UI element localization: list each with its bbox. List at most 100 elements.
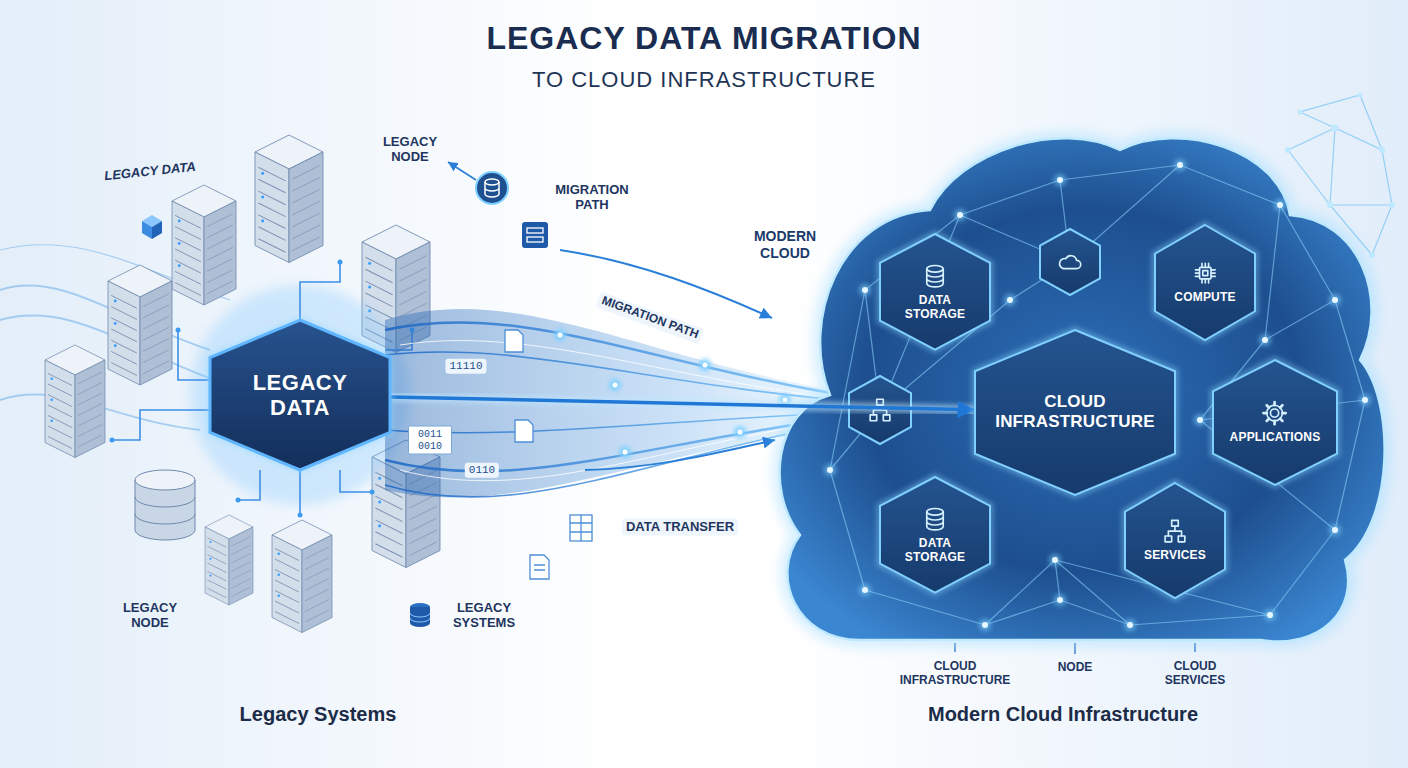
cloud-mesh-part	[1049, 554, 1061, 566]
chip-icon	[1191, 259, 1219, 287]
cloud-mesh-part	[859, 284, 871, 296]
server-racks-part	[255, 135, 323, 263]
doc-icons-part	[534, 565, 545, 570]
circuit-dots-part	[338, 260, 343, 265]
doc-icons-part	[570, 515, 592, 541]
server-racks-part	[205, 515, 253, 605]
hexagon-glow	[1213, 360, 1337, 485]
cloud-mesh-part	[1124, 619, 1136, 631]
cloud-mesh-part	[862, 587, 868, 593]
hexagon-node: DATA STORAGE	[880, 234, 990, 350]
gear-icon	[1261, 399, 1289, 427]
annotation-label: CLOUD SERVICES	[1155, 660, 1235, 688]
annotation-label: NODE	[1058, 661, 1093, 675]
icon-hexagon-part	[870, 415, 877, 421]
glow-dots-part	[703, 363, 708, 368]
cloud-mesh-part	[1332, 527, 1338, 533]
cloud-mesh-part	[827, 467, 833, 473]
binary-snippet: 0011 0010	[408, 426, 452, 455]
gear-icon-part	[1271, 409, 1279, 417]
hexagon-glow	[1125, 483, 1225, 598]
server-racks	[45, 135, 440, 633]
doc-icons-part	[505, 330, 523, 352]
cloud-mesh-part	[1054, 594, 1066, 606]
small-database-icon	[410, 603, 430, 627]
hexagon-node: SERVICES	[1125, 483, 1225, 598]
hexagon-content: COMPUTE	[1174, 259, 1235, 305]
hexagon-content: APPLICATIONS	[1230, 399, 1321, 445]
hexagon-glow	[880, 234, 990, 350]
annotation-label: LEGACY SYSTEMS	[444, 601, 524, 631]
chip-icon-part	[1195, 263, 1215, 283]
circuit-dots-part	[236, 498, 241, 503]
hexagon-shape	[1213, 360, 1337, 485]
circuit-dots	[110, 260, 415, 518]
glow-dots-part	[554, 329, 566, 341]
glow-dots-part	[783, 398, 788, 403]
cloud-mesh-part	[1329, 524, 1341, 536]
gear-icon-part	[1274, 402, 1277, 405]
hexagon-shape	[1155, 225, 1255, 340]
node-label: SERVICES	[1144, 549, 1206, 563]
legacy-node-icon-part	[476, 172, 508, 204]
hexagon-node: LEGACY DATA	[210, 320, 390, 470]
gear-icon-part	[1267, 405, 1283, 421]
cloud-mesh-part	[982, 622, 988, 628]
stream-strands-part	[385, 322, 860, 398]
server-icon-part	[527, 237, 543, 242]
cloud-mesh-part	[824, 464, 836, 476]
node-label: CLOUD INFRASTRUCTURE	[993, 392, 1158, 431]
db-icon-part	[927, 265, 943, 272]
hexagon-shape	[975, 330, 1175, 495]
cloud-mesh-part	[1060, 165, 1180, 180]
gear-icon-part	[1264, 412, 1267, 415]
server-racks-part	[108, 265, 172, 385]
cloud-mesh-part	[1055, 560, 1060, 600]
database-cylinder-part	[135, 470, 195, 490]
node-label: LEGACY DATA	[225, 370, 375, 421]
share-icon-part	[1172, 520, 1179, 526]
glow-dots-part	[609, 379, 621, 391]
gear-icon-part	[1281, 405, 1283, 407]
icon-hexagon-part	[1060, 256, 1081, 269]
annotation-label: DATA TRANSFER	[622, 519, 738, 536]
cloud-mesh-part	[1329, 294, 1341, 306]
cloud-mesh-part	[862, 287, 868, 293]
cloud-mesh-part	[1362, 397, 1368, 403]
cloud-mesh	[824, 159, 1371, 631]
chip-icon-part	[1199, 267, 1211, 279]
db-icon	[921, 262, 949, 290]
glow-dots-part	[619, 446, 631, 458]
gear-icon-part	[1267, 405, 1269, 407]
server-racks-part	[45, 345, 105, 458]
annotation-label: CLOUD INFRASTRUCTURE	[895, 660, 1015, 688]
hex-halo	[190, 285, 410, 505]
cloud-mesh-part	[830, 290, 865, 470]
server-icon-part	[527, 228, 543, 233]
network-dots-part	[1379, 147, 1385, 153]
annotation-label: MIGRATION PATH	[547, 183, 637, 213]
db-icon-part	[927, 508, 943, 515]
hexagon-content: DATA STORAGE	[895, 505, 975, 565]
subtitle: TO CLOUD INFRASTRUCTURE	[532, 67, 876, 92]
cloud-mesh-part	[1280, 205, 1335, 300]
cloud-mesh-part	[1052, 557, 1058, 563]
arrow-line	[390, 397, 975, 410]
icon-hexagon-part	[883, 415, 890, 421]
hexagon-node: APPLICATIONS	[1213, 360, 1337, 485]
cloud-mesh-part	[1267, 612, 1273, 618]
binary-snippet: 0110	[465, 463, 499, 478]
doc-icons-part	[515, 420, 533, 442]
icon-hexagon-part	[849, 376, 911, 444]
region-heading: MODERN CLOUD	[740, 228, 830, 262]
icon-hexagon	[1040, 229, 1100, 295]
cloud-outline-part	[780, 138, 1385, 641]
cloud-mesh-part	[1060, 600, 1130, 625]
hexagon-outline	[1125, 483, 1225, 598]
cloud-mesh-part	[985, 600, 1060, 625]
circuit-lines	[112, 262, 412, 515]
cloud-mesh-part	[1177, 162, 1183, 168]
glow-dots	[554, 329, 791, 458]
circuit-lines-part	[300, 262, 340, 320]
